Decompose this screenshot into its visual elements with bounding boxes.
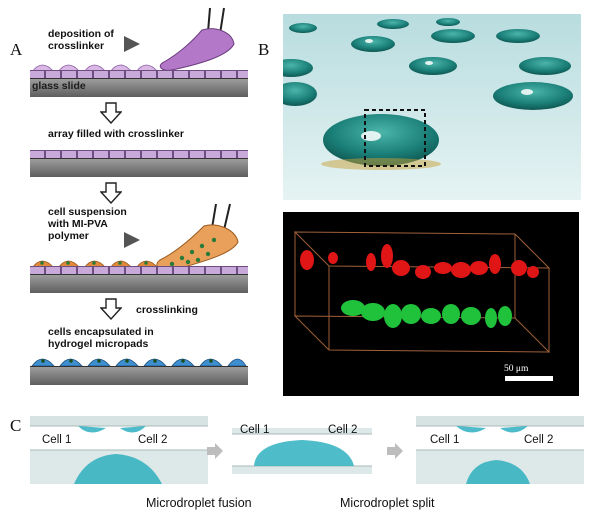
cell1-label: Cell 1: [240, 424, 270, 436]
down-arrow-icon: [100, 102, 122, 124]
panel-a-label: A: [10, 40, 23, 59]
pipette-icon: [159, 7, 235, 71]
scale-bar-label: 50 μm: [504, 364, 529, 374]
fusion-caption: Microdroplet fusion: [146, 496, 252, 510]
right-arrow-icon: [207, 443, 223, 459]
crosslinking-text: crosslinking: [136, 304, 198, 316]
step-array-filled-text: array filled with crosslinker: [48, 128, 184, 140]
cell2-label: Cell 2: [138, 434, 168, 446]
cell1-label: Cell 1: [42, 434, 72, 446]
panel-c-label: C: [10, 416, 22, 435]
droplet-channel-1: [30, 416, 208, 484]
pipette-icon: [156, 203, 239, 271]
confocal-3d-image: [283, 212, 579, 396]
step-cell-suspension-text: cell suspension with MI-PVA polymer: [48, 206, 127, 242]
cell2-label: Cell 2: [524, 434, 554, 446]
right-arrow-icon: [387, 443, 403, 459]
panel-b-label: B: [258, 40, 270, 59]
step-encapsulated-text: cells encapsulated in hydrogel micropads: [48, 326, 154, 350]
glass-slide-2: [30, 158, 248, 177]
split-caption: Microdroplet split: [340, 496, 435, 510]
crosslinker-array-2: [30, 150, 248, 159]
glass-slide-1: glass slide: [30, 78, 248, 97]
droplet-array-render: [283, 14, 581, 200]
cell1-label: Cell 1: [430, 434, 460, 446]
down-arrow-icon: [100, 298, 122, 320]
right-arrow-icon: [124, 232, 140, 248]
crosslinker-array-3: [30, 266, 248, 275]
droplet-channel-3: [416, 416, 584, 484]
droplet-channel-2: [232, 428, 372, 474]
glass-slide-label: glass slide: [32, 80, 86, 92]
hydrogel-micropads: [31, 358, 247, 366]
cell2-label: Cell 2: [328, 424, 358, 436]
step-deposition-text: deposition of crosslinker: [48, 28, 114, 52]
crosslinker-array-1: [30, 70, 248, 79]
glass-slide-3: [30, 274, 248, 293]
right-arrow-icon: [124, 36, 140, 52]
down-arrow-icon: [100, 182, 122, 204]
glass-slide-4: [30, 366, 248, 385]
